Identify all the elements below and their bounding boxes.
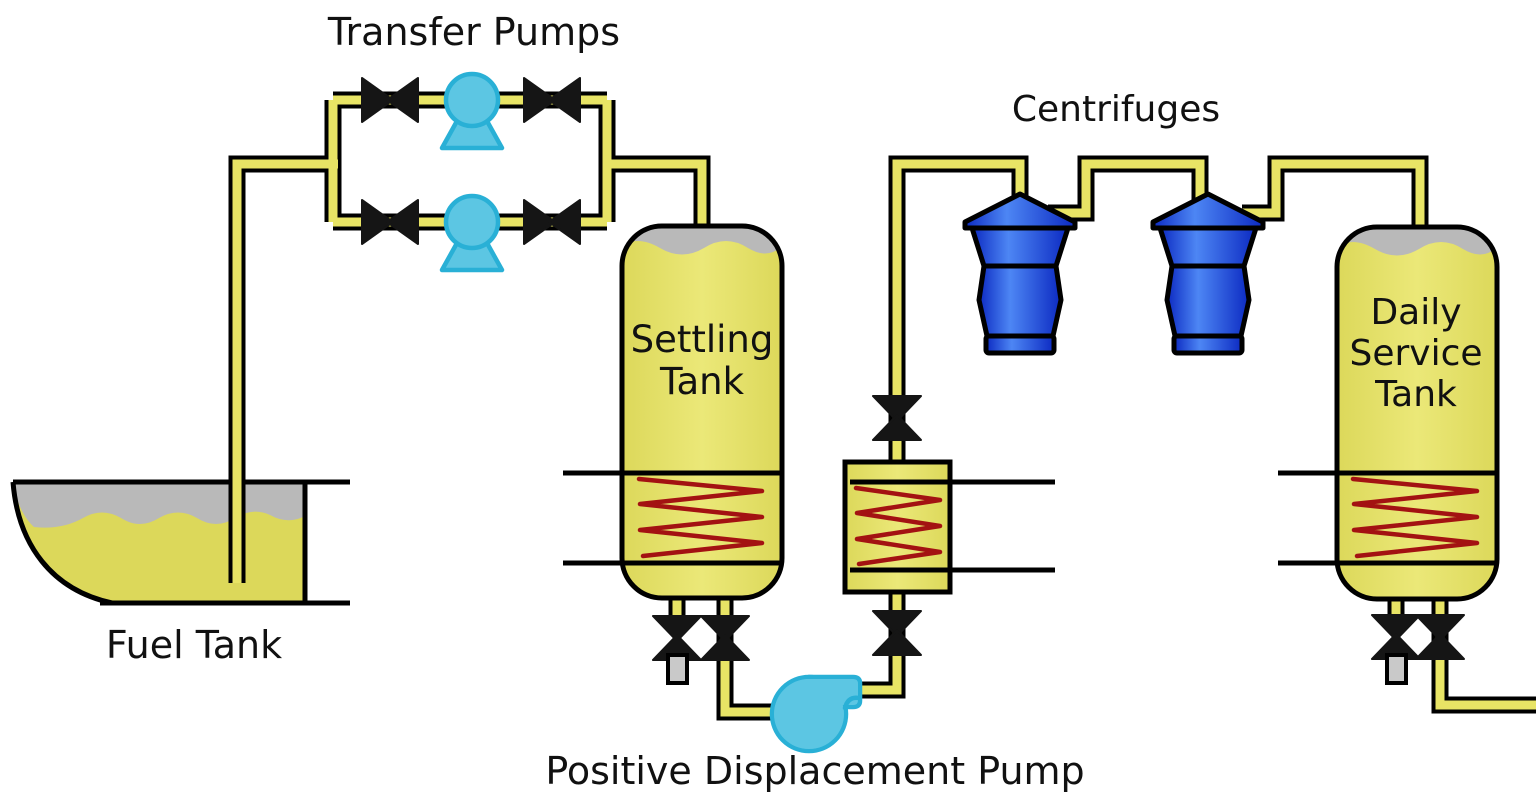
valve-heater-inlet xyxy=(872,610,922,656)
centrifuge-1 xyxy=(962,191,1078,356)
transfer-pump-1-casing xyxy=(443,71,501,129)
transfer-pump-2 xyxy=(439,193,505,273)
centrifuge-1-cover xyxy=(962,191,1078,231)
valve-daily-drain xyxy=(1371,614,1421,660)
svg-text:Settling: Settling xyxy=(631,318,774,361)
fuel-tank-label: Fuel Tank xyxy=(106,623,282,667)
valve-top-branch-right xyxy=(523,77,581,123)
daily-service-tank-ullage xyxy=(1337,227,1497,256)
transfer-pump-2-casing xyxy=(443,193,501,251)
centrifuge-1-base xyxy=(983,333,1057,356)
settling-tank-outline xyxy=(619,223,785,601)
settling-tank-ullage xyxy=(622,226,782,255)
svg-text:Tank: Tank xyxy=(1374,374,1457,415)
valve-bottom-branch-right xyxy=(523,199,581,245)
centrifuge-1-lower-body xyxy=(976,263,1064,339)
fuel-tank-hull-curve xyxy=(10,481,113,606)
positive-displacement-pump xyxy=(769,674,863,754)
valve-daily-outlet xyxy=(1415,614,1465,660)
transfer-pump-1 xyxy=(439,71,505,151)
centrifuge-1-upper-bowl xyxy=(969,225,1071,269)
svg-text:Daily: Daily xyxy=(1370,292,1461,333)
settling-heating-coil xyxy=(636,476,765,559)
daily-tank-heater xyxy=(1278,470,1495,566)
daily-service-tank-label: Daily Service Tank xyxy=(1349,292,1482,415)
positive-displacement-pump-label: Positive Displacement Pump xyxy=(545,749,1084,793)
svg-text:Tank: Tank xyxy=(659,360,745,403)
settling-tank-label: Settling Tank xyxy=(631,318,774,403)
centrifuge-2-base xyxy=(1171,333,1245,356)
centrifuge-2-upper-bowl xyxy=(1157,225,1259,269)
daily-service-tank-outline xyxy=(1334,224,1500,602)
centrifuges-label: Centrifuges xyxy=(1012,89,1220,130)
settling-drain-pipe xyxy=(666,653,689,685)
settling-tank-heater xyxy=(563,470,780,566)
svg-text:Service: Service xyxy=(1349,333,1482,374)
transfer-pumps-label: Transfer Pumps xyxy=(327,10,620,54)
heater-heating-coil xyxy=(853,485,943,567)
pd-pump-lobe-fill xyxy=(806,679,858,705)
fuel-heater-outline xyxy=(842,459,953,595)
daily-heating-coil xyxy=(1350,476,1480,559)
valve-top-branch-left xyxy=(361,77,419,123)
centrifuge-2-lower-body xyxy=(1164,263,1252,339)
fuel-heater-coil-group xyxy=(850,479,1055,573)
centrifuge-2 xyxy=(1150,191,1266,356)
fuel-tank xyxy=(10,479,350,606)
daily-drain-pipe xyxy=(1385,653,1408,685)
valve-centrifuge-feed xyxy=(872,395,922,441)
pd-pump-notch xyxy=(842,695,862,711)
valve-settling-outlet xyxy=(700,615,750,661)
valve-bottom-branch-left xyxy=(361,199,419,245)
centrifuge-2-cover xyxy=(1150,191,1266,231)
